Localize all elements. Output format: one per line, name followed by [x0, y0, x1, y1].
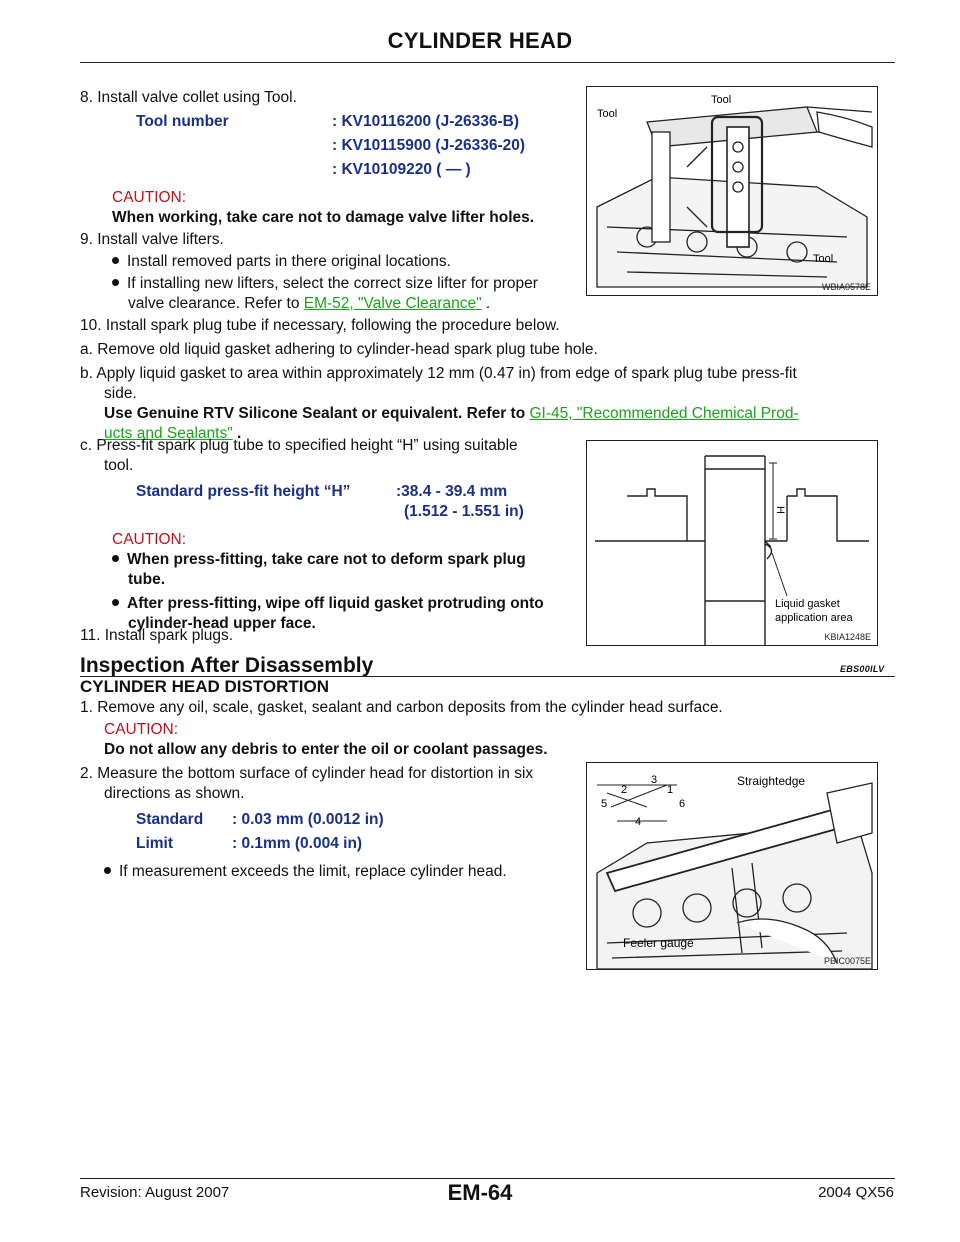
- bullet-icon: [112, 599, 119, 606]
- tool-number-1: : KV10116200 (J-26336-B): [332, 113, 519, 130]
- step-9-text: 9. Install valve lifters.: [80, 231, 224, 248]
- distortion-step-2-line1: 2. Measure the bottom surface of cylinde…: [80, 765, 534, 782]
- std-height-label: Standard press-fit height “H”: [136, 483, 351, 500]
- label-application-area: application area: [775, 612, 854, 624]
- step-8: 8. Install valve collet using Tool. Tool…: [80, 88, 580, 228]
- num-2: 2: [621, 784, 627, 796]
- caution-text: When working, take care not to damage va…: [112, 209, 535, 226]
- step-9-bullet-2-cont: valve clearance. Refer to EM-52, "Valve …: [128, 295, 491, 312]
- limit-label: Limit: [136, 835, 174, 852]
- caution-title: CAUTION:: [112, 189, 187, 206]
- figure-straightedge: 3 2 1 5 6 4 Straightedge Feeler gauge PB…: [586, 762, 878, 970]
- num-5: 5: [601, 798, 607, 810]
- caution-2-bullet-1: When press-fitting, take care not to def…: [112, 550, 526, 570]
- step-8-text: 8. Install valve collet using Tool.: [80, 89, 297, 106]
- step-10-b-line1: b. Apply liquid gasket to area within ap…: [80, 365, 797, 382]
- figure-code: KBIA1248E: [824, 632, 871, 642]
- caution-2-bullet-2-cont: cylinder-head upper face.: [128, 615, 316, 632]
- tool-number-label: Tool number: [136, 113, 229, 130]
- step-9-bullet-2: If installing new lifters, select the co…: [112, 274, 538, 294]
- header-rule: [80, 62, 895, 63]
- spark-plug-tube-illustration: H Liquid gasket application area: [595, 455, 869, 645]
- bullet-icon: [112, 279, 119, 286]
- label-liquid-gasket: Liquid gasket: [775, 598, 840, 610]
- step-10-b-line4: ucts and Sealants" .: [104, 425, 242, 442]
- label-h: H: [774, 506, 786, 514]
- step-10-b-line3: Use Genuine RTV Silicone Sealant or equi…: [104, 405, 799, 422]
- step-10-a: a. Remove old liquid gasket adhering to …: [80, 341, 598, 358]
- standard-label: Standard: [136, 811, 204, 828]
- tool-number-3: : KV10109220 ( — ): [332, 161, 471, 178]
- caution-title-2: CAUTION:: [112, 531, 187, 548]
- tool-label-3: Tool: [813, 253, 833, 265]
- std-height-value-in: (1.512 - 1.551 in): [404, 503, 524, 520]
- std-height-value: :38.4 - 39.4 mm: [396, 483, 508, 500]
- distortion-bullet: If measurement exceeds the limit, replac…: [104, 862, 507, 882]
- tool-number-2: : KV10115900 (J-26336-20): [332, 137, 526, 154]
- link-recommended-chemical[interactable]: GI-45, "Recommended Chemical Prod-: [529, 405, 799, 422]
- caution-title-3: CAUTION:: [104, 721, 179, 738]
- footer-model: 2004 QX56: [818, 1184, 894, 1201]
- caution-2-bullet-2: After press-fitting, wipe off liquid gas…: [112, 594, 544, 614]
- step-10-text: 10. Install spark plug tube if necessary…: [80, 317, 560, 334]
- section-title: Inspection After Disassembly: [80, 654, 374, 677]
- figure-code: WBIA0578E: [821, 282, 871, 292]
- distortion-step-1: 1. Remove any oil, scale, gasket, sealan…: [80, 698, 900, 758]
- distortion-step-1-text: 1. Remove any oil, scale, gasket, sealan…: [80, 699, 723, 716]
- tool-label-2: Tool: [711, 94, 731, 106]
- label-feeler-gauge: Feeler gauge: [623, 936, 694, 950]
- num-1: 1: [667, 784, 673, 796]
- figure-valve-collet-tool: Tool Tool Tool WBIA0578E: [586, 86, 878, 296]
- step-10-c-line1: c. Press-fit spark plug tube to specifie…: [80, 437, 518, 454]
- step-10-c-line2: tool.: [104, 457, 134, 474]
- caution-2-bullet-1-cont: tube.: [128, 571, 166, 588]
- footer-page-number: EM-64: [447, 1180, 513, 1205]
- bullet-icon: [112, 257, 119, 264]
- caution-text-3: Do not allow any debris to enter the oil…: [104, 741, 548, 758]
- step-9-bullet-1: Install removed parts in there original …: [112, 252, 451, 272]
- step-11: 11. Install spark plugs.: [80, 626, 580, 648]
- footer-revision: Revision: August 2007: [80, 1184, 230, 1201]
- num-3: 3: [651, 774, 657, 786]
- footer-rule: [80, 1178, 895, 1179]
- figure-spark-plug-tube: H Liquid gasket application area KBIA124…: [586, 440, 878, 646]
- link-valve-clearance[interactable]: EM-52, "Valve Clearance": [303, 295, 482, 312]
- valve-collet-illustration: Tool Tool Tool: [596, 94, 873, 288]
- step-11-text: 11. Install spark plugs.: [80, 627, 234, 644]
- link-recommended-chemical-cont[interactable]: ucts and Sealants": [104, 425, 233, 442]
- step-10-c: c. Press-fit spark plug tube to specifie…: [80, 436, 585, 636]
- tool-label-1: Tool: [597, 108, 617, 120]
- num-4: 4: [635, 816, 641, 828]
- page-title: CYLINDER HEAD: [387, 28, 573, 53]
- step-10: 10. Install spark plug tube if necessary…: [80, 316, 900, 446]
- num-6: 6: [679, 798, 685, 810]
- standard-value: : 0.03 mm (0.0012 in): [232, 811, 384, 828]
- label-straightedge: Straightedge: [737, 774, 805, 788]
- bullet-icon: [112, 555, 119, 562]
- section-code: EBS00ILV: [840, 664, 885, 674]
- bullet-icon: [104, 867, 111, 874]
- distortion-step-2-line2: directions as shown.: [104, 785, 245, 802]
- limit-value: : 0.1mm (0.004 in): [232, 835, 363, 852]
- straightedge-illustration: 3 2 1 5 6 4 Straightedge Feeler gauge: [596, 774, 873, 969]
- step-9: 9. Install valve lifters. Install remove…: [80, 230, 585, 312]
- distortion-step-2: 2. Measure the bottom surface of cylinde…: [80, 764, 585, 884]
- figure-code: PBIC0075E: [823, 956, 871, 966]
- step-10-b-line2: side.: [104, 385, 137, 402]
- subsection-title: CYLINDER HEAD DISTORTION: [80, 677, 330, 696]
- section-rule: [80, 676, 895, 677]
